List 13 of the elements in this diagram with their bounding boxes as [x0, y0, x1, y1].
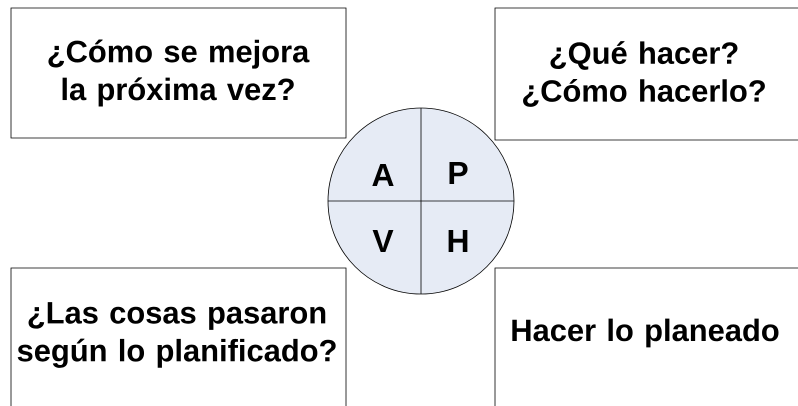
quadrant: P: [421, 108, 514, 201]
pdca-circle: [328, 108, 514, 294]
quadrant: H: [421, 201, 514, 294]
text-box: ¿Las cosas pasaron según lo planificado?: [10, 268, 346, 406]
node-label: V: [372, 230, 394, 252]
node-label: A: [372, 164, 394, 186]
text-box: Hacer lo planeado: [494, 268, 798, 406]
text-box: ¿Qué hacer? ¿Cómo hacerlo?: [494, 8, 798, 140]
quadrant: A: [328, 108, 421, 201]
node-label: P: [450, 162, 468, 184]
text-box: ¿Cómo se mejora la próxima vez?: [10, 8, 346, 138]
node-label: H: [448, 230, 468, 252]
quadrant: V: [328, 201, 421, 294]
